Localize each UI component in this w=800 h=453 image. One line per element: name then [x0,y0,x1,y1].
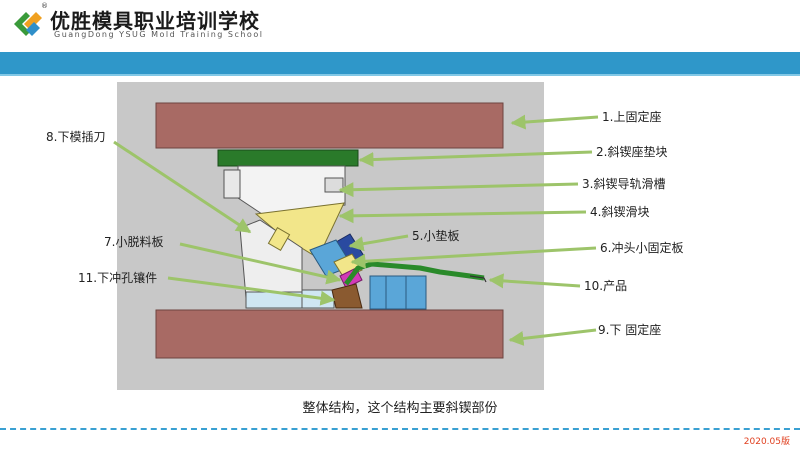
diagram-caption: 整体结构，这个结构主要斜锲部份 [302,401,498,416]
header: ® 优胜模具职业培训学校 GuangDong YSUG Mold Trainin… [0,0,800,50]
arrow-9 [508,328,597,346]
label-wedge-guide-slot: 3.斜锲导轨滑槽 [582,177,665,191]
upper-fixed-seat [155,102,504,149]
insert-knife-tab [267,227,291,251]
arrow-11 [167,276,336,306]
arrow-5 [348,234,409,252]
wedge-guide-side [223,169,241,199]
leader-arrows [113,114,599,346]
arrow-4 [338,208,587,224]
school-logo-icon [14,12,42,36]
header-band [0,52,800,74]
label-lower-fixed-seat: 9.下 固定座 [598,322,661,337]
school-name: 优胜模具职业培训学校 [50,9,260,33]
product-outline [469,275,487,283]
label-wedge-slider: 4.斜锲滑块 [590,205,649,219]
label-punch-fixed-plate: 6.冲头小固定板 [600,240,683,255]
lower-fixed-seat [155,309,504,359]
arrow-3 [338,182,579,198]
label-product: 10.产品 [584,279,627,293]
arrow-7 [179,242,342,285]
wedge-seat-pad [217,149,359,167]
callout-labels: 1.上固定座 2.斜锲座垫块 3.斜锲导轨滑槽 4.斜锲滑块 5.小垫板 6.冲… [46,109,683,337]
arrow-2 [358,150,593,168]
arrow-6 [350,246,597,269]
header-band-line [0,74,800,76]
label-lower-insert-knife: 8.下模插刀 [46,130,105,144]
arrow-10 [488,273,581,289]
arrow-8 [113,140,252,234]
arrow-1 [510,114,599,130]
label-small-pad-plate: 5.小垫板 [412,228,459,243]
label-wedge-seat-pad: 2.斜锲座垫块 [596,144,667,159]
label-upper-fixed-seat: 1.上固定座 [602,109,661,124]
label-lower-punch-insert: 11.下冲孔镶件 [78,270,157,285]
label-small-stripper: 7.小脱料板 [104,234,163,249]
lower-die-right [369,275,427,310]
footer-divider [0,428,800,430]
registered-mark: ® [41,2,48,10]
school-name-en: GuangDong YSUG Mold Training School [54,30,264,39]
footer-date: 2020.05版 [743,437,790,447]
